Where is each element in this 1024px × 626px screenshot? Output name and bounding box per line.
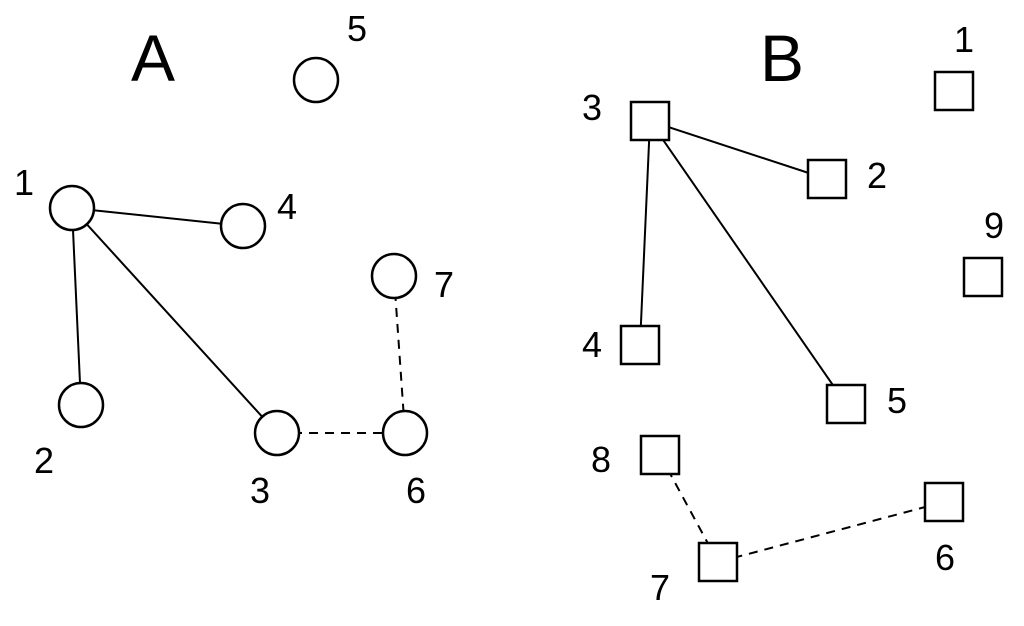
panel-b-node-5 — [825, 383, 867, 425]
panel-a-edge-1-4 — [71, 207, 244, 227]
panel-a-edge-1-2 — [71, 207, 82, 406]
panel-b-title: B — [760, 21, 804, 95]
panel-b-node-1 — [933, 70, 975, 112]
panel-b-node-4 — [619, 324, 661, 366]
panel-b-node-2-label: 2 — [867, 155, 887, 196]
panel-a-node-6-label: 6 — [406, 470, 426, 511]
panel-b-node-4-label: 4 — [582, 324, 602, 365]
edges-layer — [71, 120, 945, 563]
panel-b-edge-3-4 — [639, 120, 651, 346]
panel-a-node-1-label: 1 — [14, 162, 34, 203]
panel-b-node-2 — [806, 158, 848, 200]
panel-b-node-7 — [697, 541, 739, 583]
panel-a-edge-7-6 — [393, 275, 406, 434]
panel-a-node-7-label: 7 — [434, 264, 454, 305]
panel-a-node-3-label: 3 — [250, 470, 270, 511]
panel-b-node-6 — [923, 481, 965, 523]
panel-b-node-9 — [962, 256, 1004, 298]
panel-b-node-7-label: 7 — [650, 567, 670, 608]
panel-a-title: A — [131, 21, 175, 95]
panel-b-node-3 — [629, 100, 671, 142]
labels-layer: 1 2 3 4 5 6 7 1 2 3 4 5 6 7 8 9 — [14, 8, 1004, 608]
panel-b-edge-3-5 — [649, 120, 847, 405]
nodes-layer — [48, 56, 1004, 583]
panel-a-node-2 — [57, 381, 105, 429]
panel-b-node-5-label: 5 — [887, 380, 907, 421]
panel-a-node-2-label: 2 — [34, 440, 54, 481]
panel-b-node-1-label: 1 — [954, 19, 974, 60]
panel-a-node-3 — [253, 409, 301, 457]
panel-b-node-3-label: 3 — [582, 87, 602, 128]
panel-a-node-1 — [48, 184, 96, 232]
panel-b-edge-3-2 — [649, 120, 828, 180]
panel-b-node-8-label: 8 — [591, 439, 611, 480]
panel-a-node-5-label: 5 — [347, 8, 367, 49]
panel-a-node-4-label: 4 — [277, 186, 297, 227]
panel-a-node-5 — [292, 56, 340, 104]
panel-a-edge-1-3 — [71, 207, 278, 434]
panel-a-node-4 — [219, 202, 267, 250]
panel-b-node-8 — [639, 434, 681, 476]
panel-a-node-7 — [370, 252, 418, 300]
panel-b-node-9-label: 9 — [984, 205, 1004, 246]
panel-b-node-6-label: 6 — [935, 537, 955, 578]
panel-b-edge-7-6 — [717, 501, 945, 563]
panel-a-node-6 — [381, 409, 429, 457]
